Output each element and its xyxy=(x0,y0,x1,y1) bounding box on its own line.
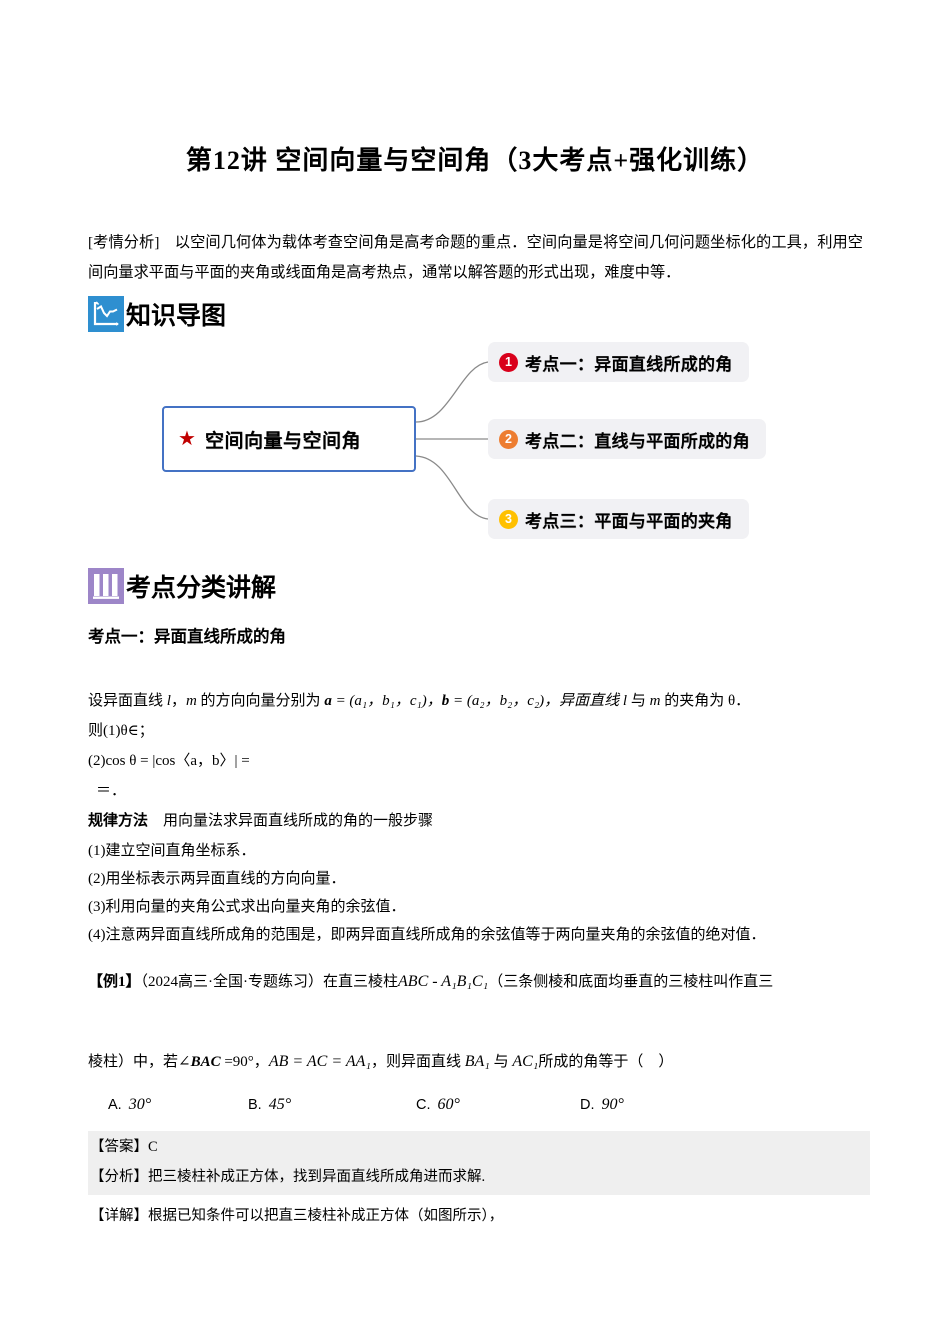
var-l-2: l xyxy=(622,693,628,709)
badge-number-2: 2 xyxy=(499,429,518,449)
option-b[interactable]: B. 45° xyxy=(248,1096,291,1114)
example-stem-part-2: （三条侧棱和底面均垂直的三棱柱叫作直三 xyxy=(488,974,774,990)
option-d[interactable]: D. 90° xyxy=(580,1096,624,1114)
example-line2-part-3: ，则异面直线 xyxy=(370,1054,465,1070)
def-mid-1: ， xyxy=(170,693,186,709)
vector-b-coords: = (a₂，b₂，c₂)，异面直线 xyxy=(449,693,623,709)
section-header-classified-explanation: 考点分类讲解 xyxy=(88,568,276,604)
vector-a: a xyxy=(324,693,332,709)
example-source: （2024高三·全国·专题练习） xyxy=(140,974,324,990)
def-mid-2: 的方向向量分别为 xyxy=(196,693,325,709)
option-a-value: 30° xyxy=(128,1096,152,1113)
mindmap-node-3: 3 考点三：平面与平面的夹角 xyxy=(488,499,749,539)
method-heading: 规律方法 用向量法求异面直线所成的角的一般步骤 xyxy=(88,808,878,834)
mindmap-node-2: 2 考点二：直线与平面所成的角 xyxy=(488,419,766,459)
method-step-2: (2)用坐标表示两异面直线的方向向量． xyxy=(88,871,346,887)
example-stem-line-2: 棱柱）中，若∠BAC =90°，AB = AC = AA₁，则异面直线 BA₁ … xyxy=(88,1048,888,1076)
angle-bac: BAC xyxy=(190,1054,221,1070)
vector-a-coords: = (a₁，b₁，c₁)， xyxy=(331,693,442,709)
option-b-label: B. xyxy=(248,1097,262,1113)
mindmap-connectors xyxy=(415,361,489,520)
example-line2-part-1: 棱柱）中，若∠ xyxy=(88,1054,191,1070)
section-header-knowledge-map: 知识导图 xyxy=(88,296,226,332)
line-ac1: AC₁ xyxy=(512,1053,539,1070)
option-a-label: A. xyxy=(108,1097,122,1113)
def-end: 的夹角为 θ． xyxy=(660,693,751,709)
example-line2-part-4: 与 xyxy=(489,1054,513,1070)
line-ba1: BA₁ xyxy=(464,1053,490,1070)
example-stem-line-1: 【例1】（2024高三·全国·专题练习）在直三棱柱ABC - A₁B₁C₁（三条… xyxy=(88,968,888,996)
kaodian-1-heading: 考点一：异面直线所成的角 xyxy=(88,627,286,646)
option-d-value: 90° xyxy=(601,1096,624,1113)
line-chart-icon xyxy=(88,296,124,332)
definition-line-4: ＝． xyxy=(96,783,127,799)
exam-analysis-paragraph: [考情分析] 以空间几何体为载体考查空间角是高考命题的重点．空间向量是将空间几何… xyxy=(88,234,863,281)
var-m-2: m xyxy=(649,693,661,709)
badge-number-3: 3 xyxy=(499,509,518,529)
mindmap-root-label: 空间向量与空间角 xyxy=(204,430,361,452)
equal-condition: AB = AC = AA₁ xyxy=(268,1053,371,1070)
option-c-value: 60° xyxy=(437,1096,460,1113)
badge-number-1: 1 xyxy=(499,352,518,372)
option-c-label: C. xyxy=(416,1097,431,1113)
option-c[interactable]: C. 60° xyxy=(416,1096,460,1114)
example-line2-part-5: 所成的角等于（ ） xyxy=(538,1054,674,1070)
answer-line: 【答案】C xyxy=(90,1139,158,1155)
definition-line-3: (2)cos θ = |cos〈a，b〉| = xyxy=(88,753,250,769)
star-icon: ★ xyxy=(178,428,196,450)
var-l: l xyxy=(166,693,171,709)
example-tag: 【例1】 xyxy=(88,974,141,990)
section-title-knowledge-map: 知识导图 xyxy=(126,303,227,330)
mindmap-node-3-label: 考点三：平面与平面的夹角 xyxy=(525,511,733,531)
def-prefix: 设异面直线 xyxy=(88,693,167,709)
method-step-1: (1)建立空间直角坐标系． xyxy=(88,843,256,859)
mindmap-node-1: 1 考点一：异面直线所成的角 xyxy=(488,342,749,382)
def-tail: 与 xyxy=(627,693,650,709)
mindmap-diagram: ★ 空间向量与空间角 1 考点一：异面直线所成的角 2 考点二：直线与平面所成的… xyxy=(140,336,840,558)
var-m: m xyxy=(185,693,197,709)
method-subtitle: 用向量法求异面直线所成的角的一般步骤 xyxy=(148,813,434,829)
option-b-value: 45° xyxy=(268,1096,292,1113)
example-line2-part-2: =90°， xyxy=(220,1054,269,1070)
mindmap-node-2-label: 考点二：直线与平面所成的角 xyxy=(525,431,750,451)
section-title-classified-explanation: 考点分类讲解 xyxy=(126,575,277,602)
definition-line-1: 设异面直线 l，m 的方向向量分别为 a = (a₁，b₁，c₁)，b = (a… xyxy=(88,688,888,714)
method-step-4: (4)注意两异面直线所成角的范围是，即两异面直线所成角的余弦值等于两向量夹角的余… xyxy=(88,927,766,943)
example-stem-part-1: 在直三棱柱 xyxy=(323,974,399,990)
mindmap-root-node: ★ 空间向量与空间角 xyxy=(162,406,416,472)
method-title: 规律方法 xyxy=(88,813,149,829)
bar-chart-icon xyxy=(88,568,124,604)
mindmap-node-1-label: 考点一：异面直线所成的角 xyxy=(525,354,733,374)
prism-notation: ABC - A₁B₁C₁ xyxy=(398,973,489,990)
option-a[interactable]: A. 30° xyxy=(108,1096,151,1114)
option-d-label: D. xyxy=(580,1097,595,1113)
definition-line-2: 则(1)θ∈； xyxy=(88,723,154,739)
solution-line: 【详解】根据已知条件可以把直三棱柱补成正方体（如图所示）， xyxy=(90,1208,504,1224)
analysis-line: 【分析】把三棱柱补成正方体，找到异面直线所成角进而求解. xyxy=(90,1169,486,1185)
method-step-3: (3)利用向量的夹角公式求出向量夹角的余弦值． xyxy=(88,899,406,915)
page-title: 第12讲 空间向量与空间角（3大考点+强化训练） xyxy=(185,146,765,175)
vector-b: b xyxy=(441,693,450,709)
answer-highlight-band xyxy=(88,1131,870,1195)
